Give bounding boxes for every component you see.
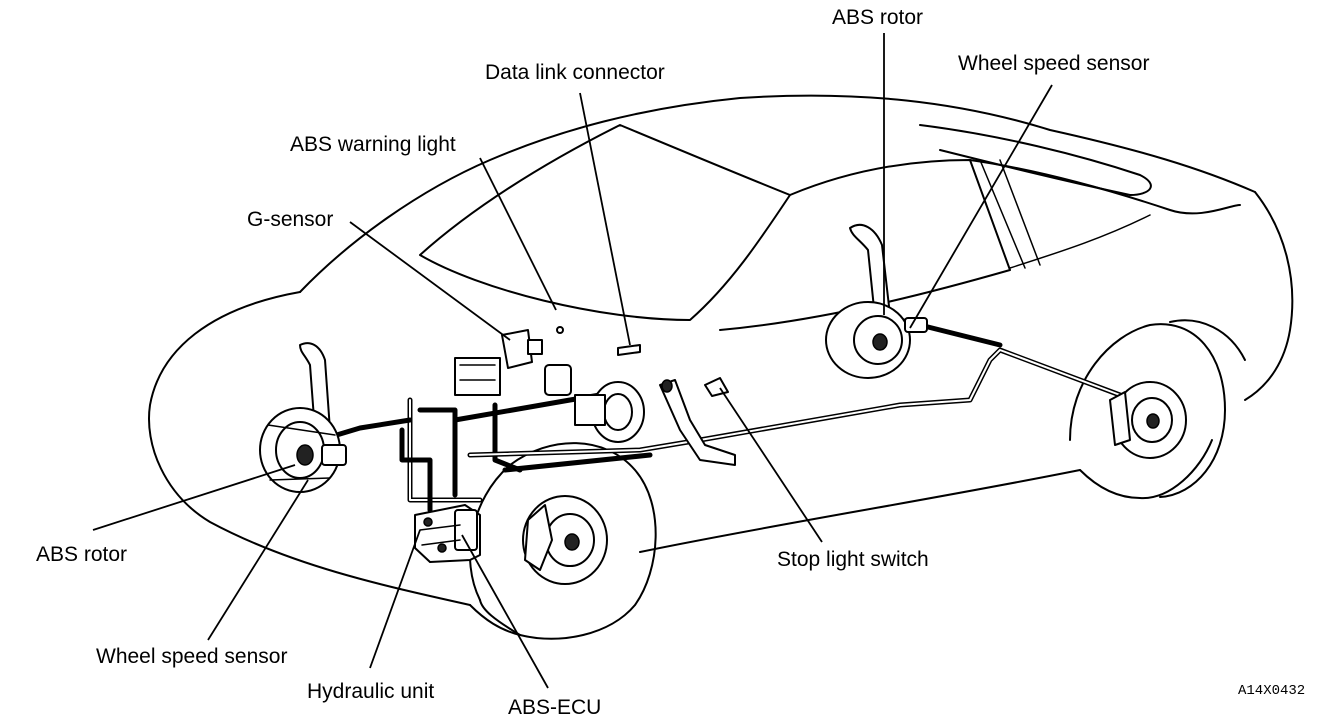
front-right-disc	[522, 495, 608, 585]
figure-code: A14X0432	[1238, 683, 1306, 699]
label-stop-light-switch: Stop light switch	[777, 548, 929, 571]
label-wheel-speed-sensor-rear: Wheel speed sensor	[958, 52, 1150, 75]
brake-booster	[454, 357, 645, 443]
label-abs-warning-light: ABS warning light	[290, 133, 456, 156]
label-abs-ecu: ABS-ECU	[508, 696, 602, 719]
leader-lines	[92, 33, 1053, 689]
label-abs-rotor-rear: ABS rotor	[832, 6, 924, 29]
rear-upper-hub	[825, 223, 928, 379]
label-abs-rotor-front: ABS rotor	[36, 543, 128, 566]
car-body-outline	[148, 94, 1294, 640]
label-hydraulic-unit: Hydraulic unit	[307, 680, 435, 703]
label-wheel-speed-sensor-front: Wheel speed sensor	[96, 645, 288, 668]
label-data-link-connector: Data link connector	[485, 61, 665, 84]
brake-lines	[317, 317, 1123, 513]
cabin-components	[501, 326, 641, 369]
hydraulic-unit-assembly	[414, 504, 481, 563]
label-g-sensor: G-sensor	[247, 208, 334, 231]
brake-pedal	[659, 377, 736, 466]
rear-right-disc	[1109, 381, 1187, 459]
front-left-hub	[259, 342, 347, 493]
